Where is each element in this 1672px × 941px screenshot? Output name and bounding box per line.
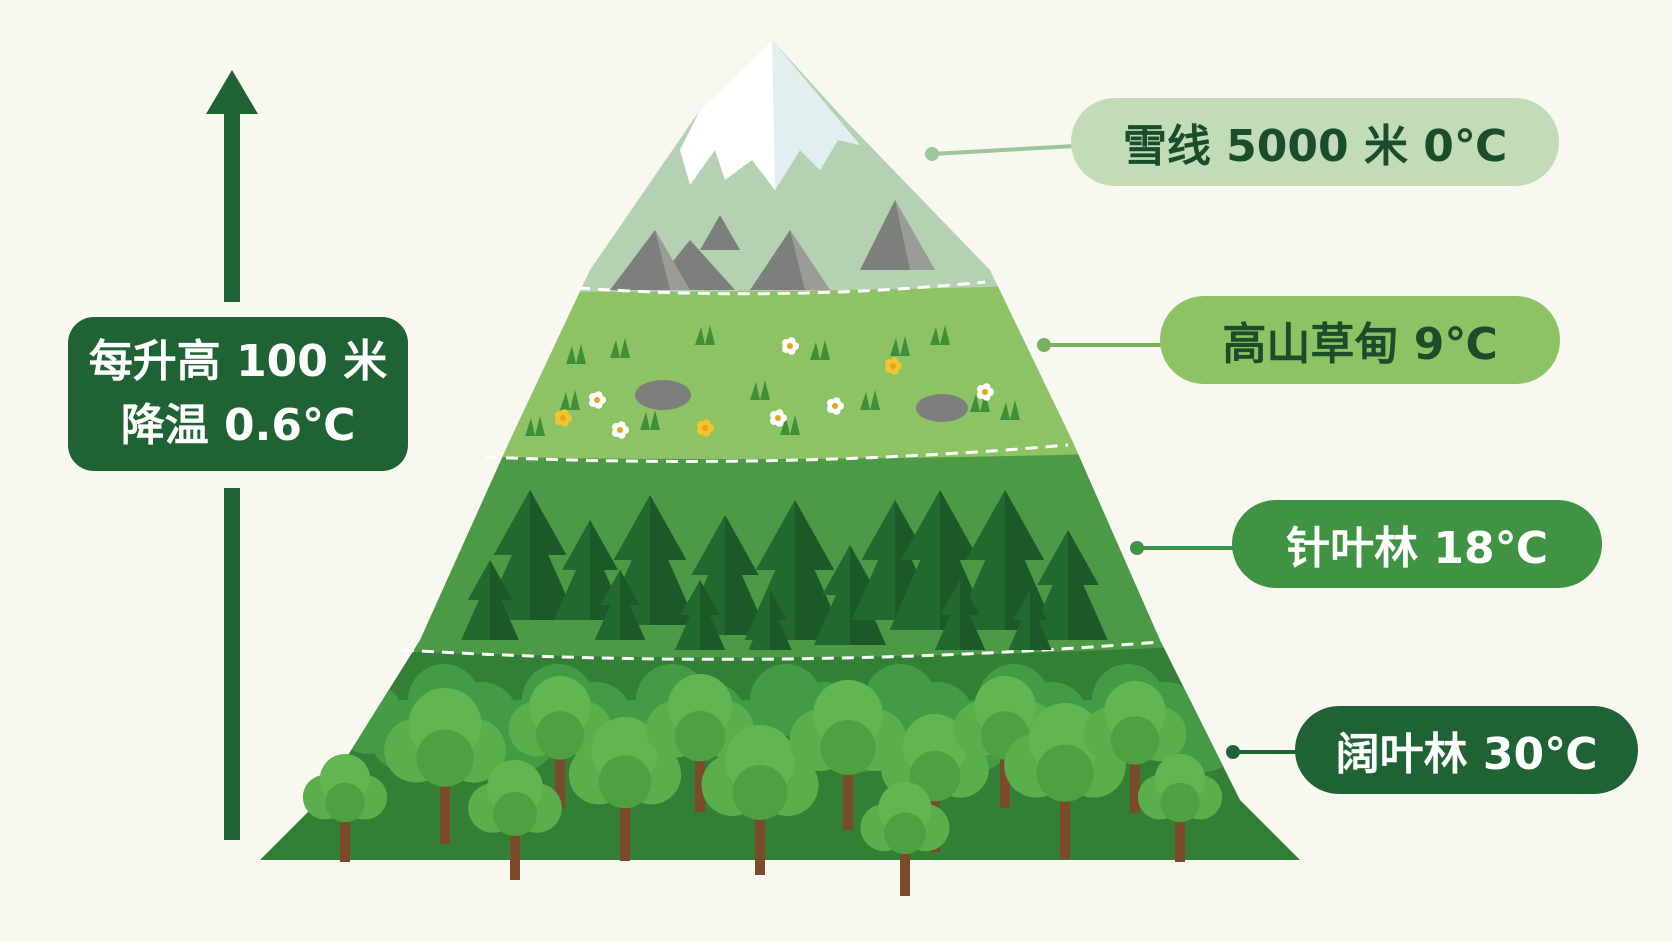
conifer-tree-icon: [748, 590, 792, 650]
flower-icon: [696, 419, 714, 437]
broadleaf-tree-icon: [302, 754, 388, 862]
broadleaf-tree-icon: [568, 717, 682, 861]
grass-tuft-icon: [566, 344, 586, 364]
conifer-tree-icon: [1028, 530, 1108, 640]
broadleaf-tree-icon: [860, 782, 950, 896]
grass-tuft-icon: [560, 390, 580, 410]
broadleaf-tree-icon: [1137, 754, 1223, 862]
snowline-label: 雪线 5000 米 0℃: [1071, 98, 1559, 186]
grass-tuft-icon: [860, 390, 880, 410]
lapse-rate-line1: 每升高 100 米: [88, 336, 388, 387]
grass-tuft-icon: [695, 325, 715, 345]
grass-tuft-icon: [810, 340, 830, 360]
flower-icon: [554, 409, 572, 427]
coniferous-forest-label: 针叶林 18℃: [1232, 500, 1602, 588]
conifer-tree-icon: [1008, 590, 1052, 650]
altitude-arrow: [206, 70, 258, 840]
broadleaf-tree-icon: [1083, 681, 1187, 813]
broadleaf-forest-label: 阔叶林 30℃: [1295, 706, 1638, 794]
leader-lines: [925, 144, 1298, 759]
grass-tuft-icon: [610, 338, 630, 358]
conifer-forest: [461, 490, 1108, 650]
lapse-rate-box: 每升高 100 米 降温 0.6℃: [68, 317, 408, 471]
flower-icon: [976, 383, 994, 401]
flower-icon: [781, 337, 799, 355]
conifer-tree-icon: [483, 490, 577, 620]
grass-tuft-icon: [525, 416, 545, 436]
grass-tuft-icon: [1000, 400, 1020, 420]
up-arrow-icon: [206, 70, 258, 114]
flower-icon: [611, 421, 629, 439]
meadow-details: [525, 325, 1020, 439]
zone-meadow: [260, 274, 1300, 469]
zone-boundaries: [401, 280, 1161, 661]
grass-tuft-icon: [640, 410, 660, 430]
rock-icon: [916, 394, 968, 422]
flower-icon: [826, 397, 844, 415]
grass-tuft-icon: [890, 336, 910, 356]
rock-icon: [635, 380, 691, 410]
grass-tuft-icon: [930, 325, 950, 345]
broadleaf-tree-icon: [701, 725, 819, 875]
flower-icon: [588, 391, 606, 409]
conifer-tree-icon: [461, 560, 519, 640]
grass-tuft-icon: [750, 380, 770, 400]
alpine-meadow-label: 高山草甸 9℃: [1160, 296, 1560, 384]
conifer-tree-icon: [594, 570, 646, 640]
flower-icon: [769, 409, 787, 427]
broadleaf-tree-icon: [468, 760, 562, 880]
conifer-tree-icon: [674, 580, 726, 650]
broadleaf-forest: [302, 674, 1223, 896]
flower-icon: [884, 357, 902, 375]
broadleaf-tree-icon: [384, 688, 506, 844]
conifer-tree-icon: [934, 580, 986, 650]
lapse-rate-line2: 降温 0.6℃: [120, 400, 356, 451]
